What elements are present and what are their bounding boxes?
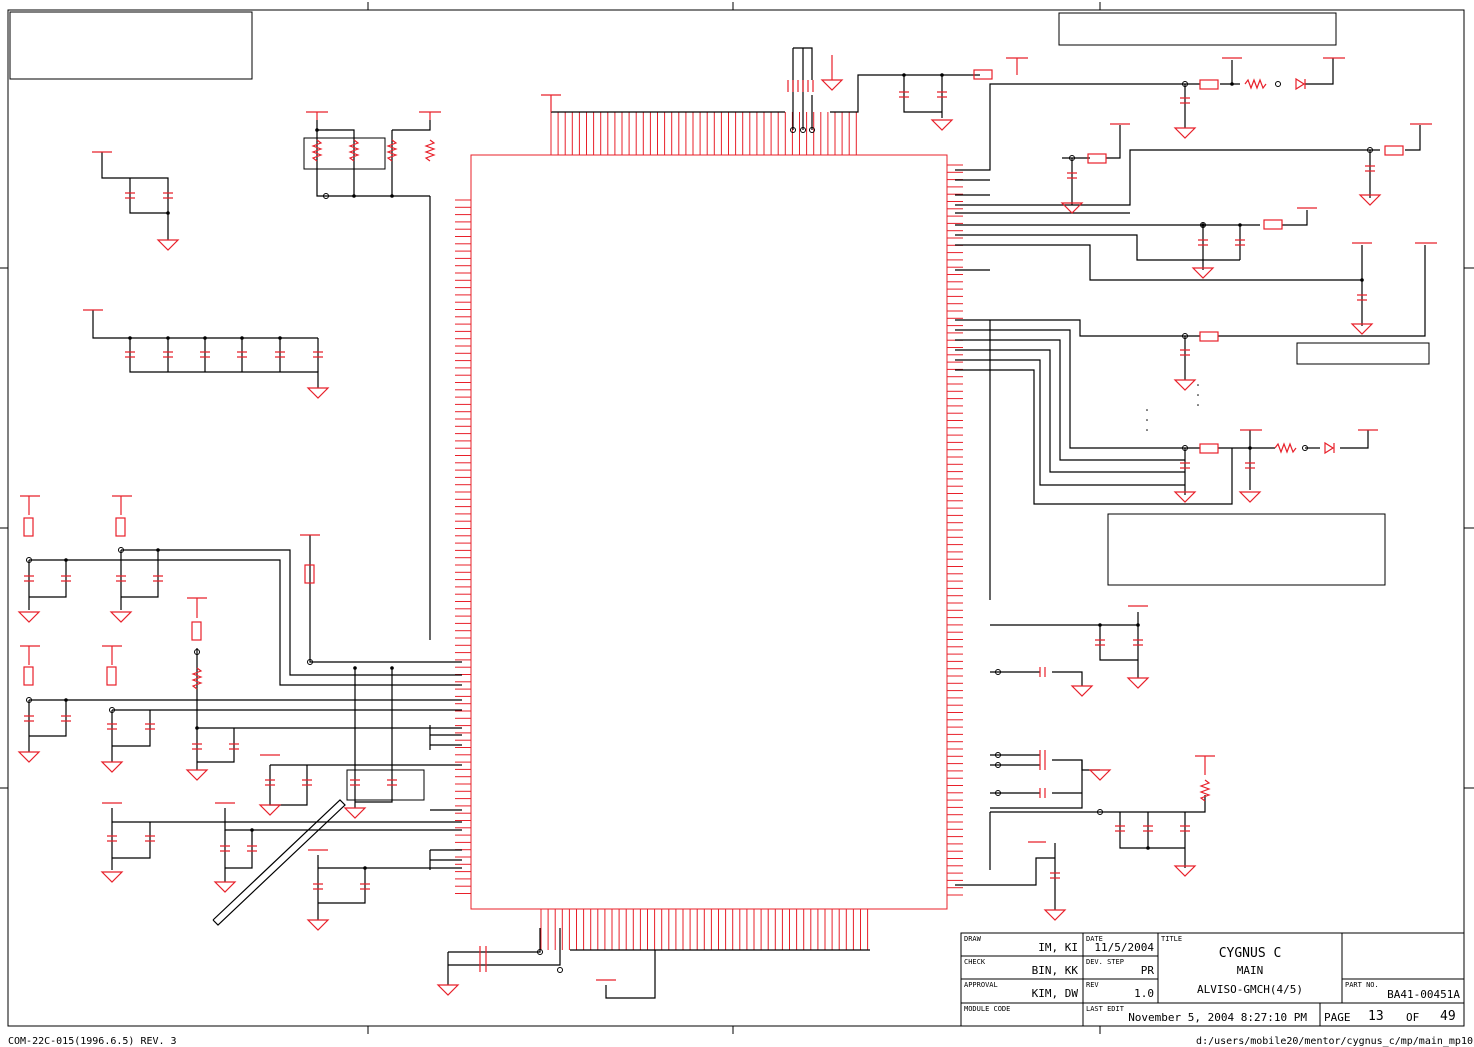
date-label: DATE [1086, 935, 1103, 943]
part-no-value: BA41-00451A [1387, 988, 1460, 1001]
draw-label: DRAW [964, 935, 982, 943]
components [17, 55, 1437, 996]
module-code-label: MODULE CODE [964, 1005, 1010, 1013]
dotted-markers [1146, 384, 1199, 431]
last-edit-value: November 5, 2004 8:27:10 PM [1128, 1011, 1307, 1024]
rev-value: 1.0 [1134, 987, 1154, 1000]
page-value: 13 [1368, 1009, 1384, 1024]
dev-step-label: DEV. STEP [1086, 958, 1124, 966]
check-label: CHECK [964, 958, 986, 966]
wires [28, 47, 1426, 999]
check-value: BIN, KK [1032, 964, 1079, 977]
form-code: COM-22C-015(1996.6.5) REV. 3 [8, 1036, 177, 1047]
of-label: OF [1406, 1011, 1419, 1024]
of-value: 49 [1440, 1009, 1456, 1024]
rev-label: REV [1086, 981, 1099, 989]
ic-pins-right [947, 164, 963, 896]
junctions [64, 73, 1364, 870]
power-rails [20, 57, 1437, 981]
ground-symbols [17, 55, 1382, 996]
test-points [26, 81, 1373, 973]
part-no-label: PART NO. [1345, 981, 1379, 989]
gmch-ic-body [470, 154, 948, 910]
title-block: DRAW IM, KI CHECK BIN, KK APPROVAL KIM, … [960, 932, 1465, 1027]
title-line-3: ALVISO-GMCH(4/5) [1197, 983, 1303, 996]
last-edit-label: LAST EDIT [1086, 1005, 1125, 1013]
note-boxes [9, 11, 1430, 801]
diodes [1295, 77, 1335, 455]
date-value: 11/5/2004 [1094, 941, 1154, 954]
page-label: PAGE [1324, 1011, 1351, 1024]
gmch-ic [455, 112, 963, 950]
file-path: d:/users/mobile20/mentor/cygnus_c/mp/mai… [1196, 1036, 1473, 1047]
capacitors [24, 80, 1375, 972]
resistors [191, 78, 1297, 802]
draw-value: IM, KI [1038, 941, 1078, 954]
ic-pins-bottom [540, 909, 869, 950]
ic-pins-top [550, 112, 857, 155]
title-label: TITLE [1161, 935, 1182, 943]
title-line-1: CYGNUS C [1219, 946, 1282, 961]
dev-step-value: PR [1141, 964, 1155, 977]
approval-label: APPROVAL [964, 981, 998, 989]
ic-pins-left [455, 199, 471, 894]
title-line-2: MAIN [1237, 964, 1264, 977]
inductors [23, 69, 1404, 686]
approval-value: KIM, DW [1032, 987, 1079, 1000]
